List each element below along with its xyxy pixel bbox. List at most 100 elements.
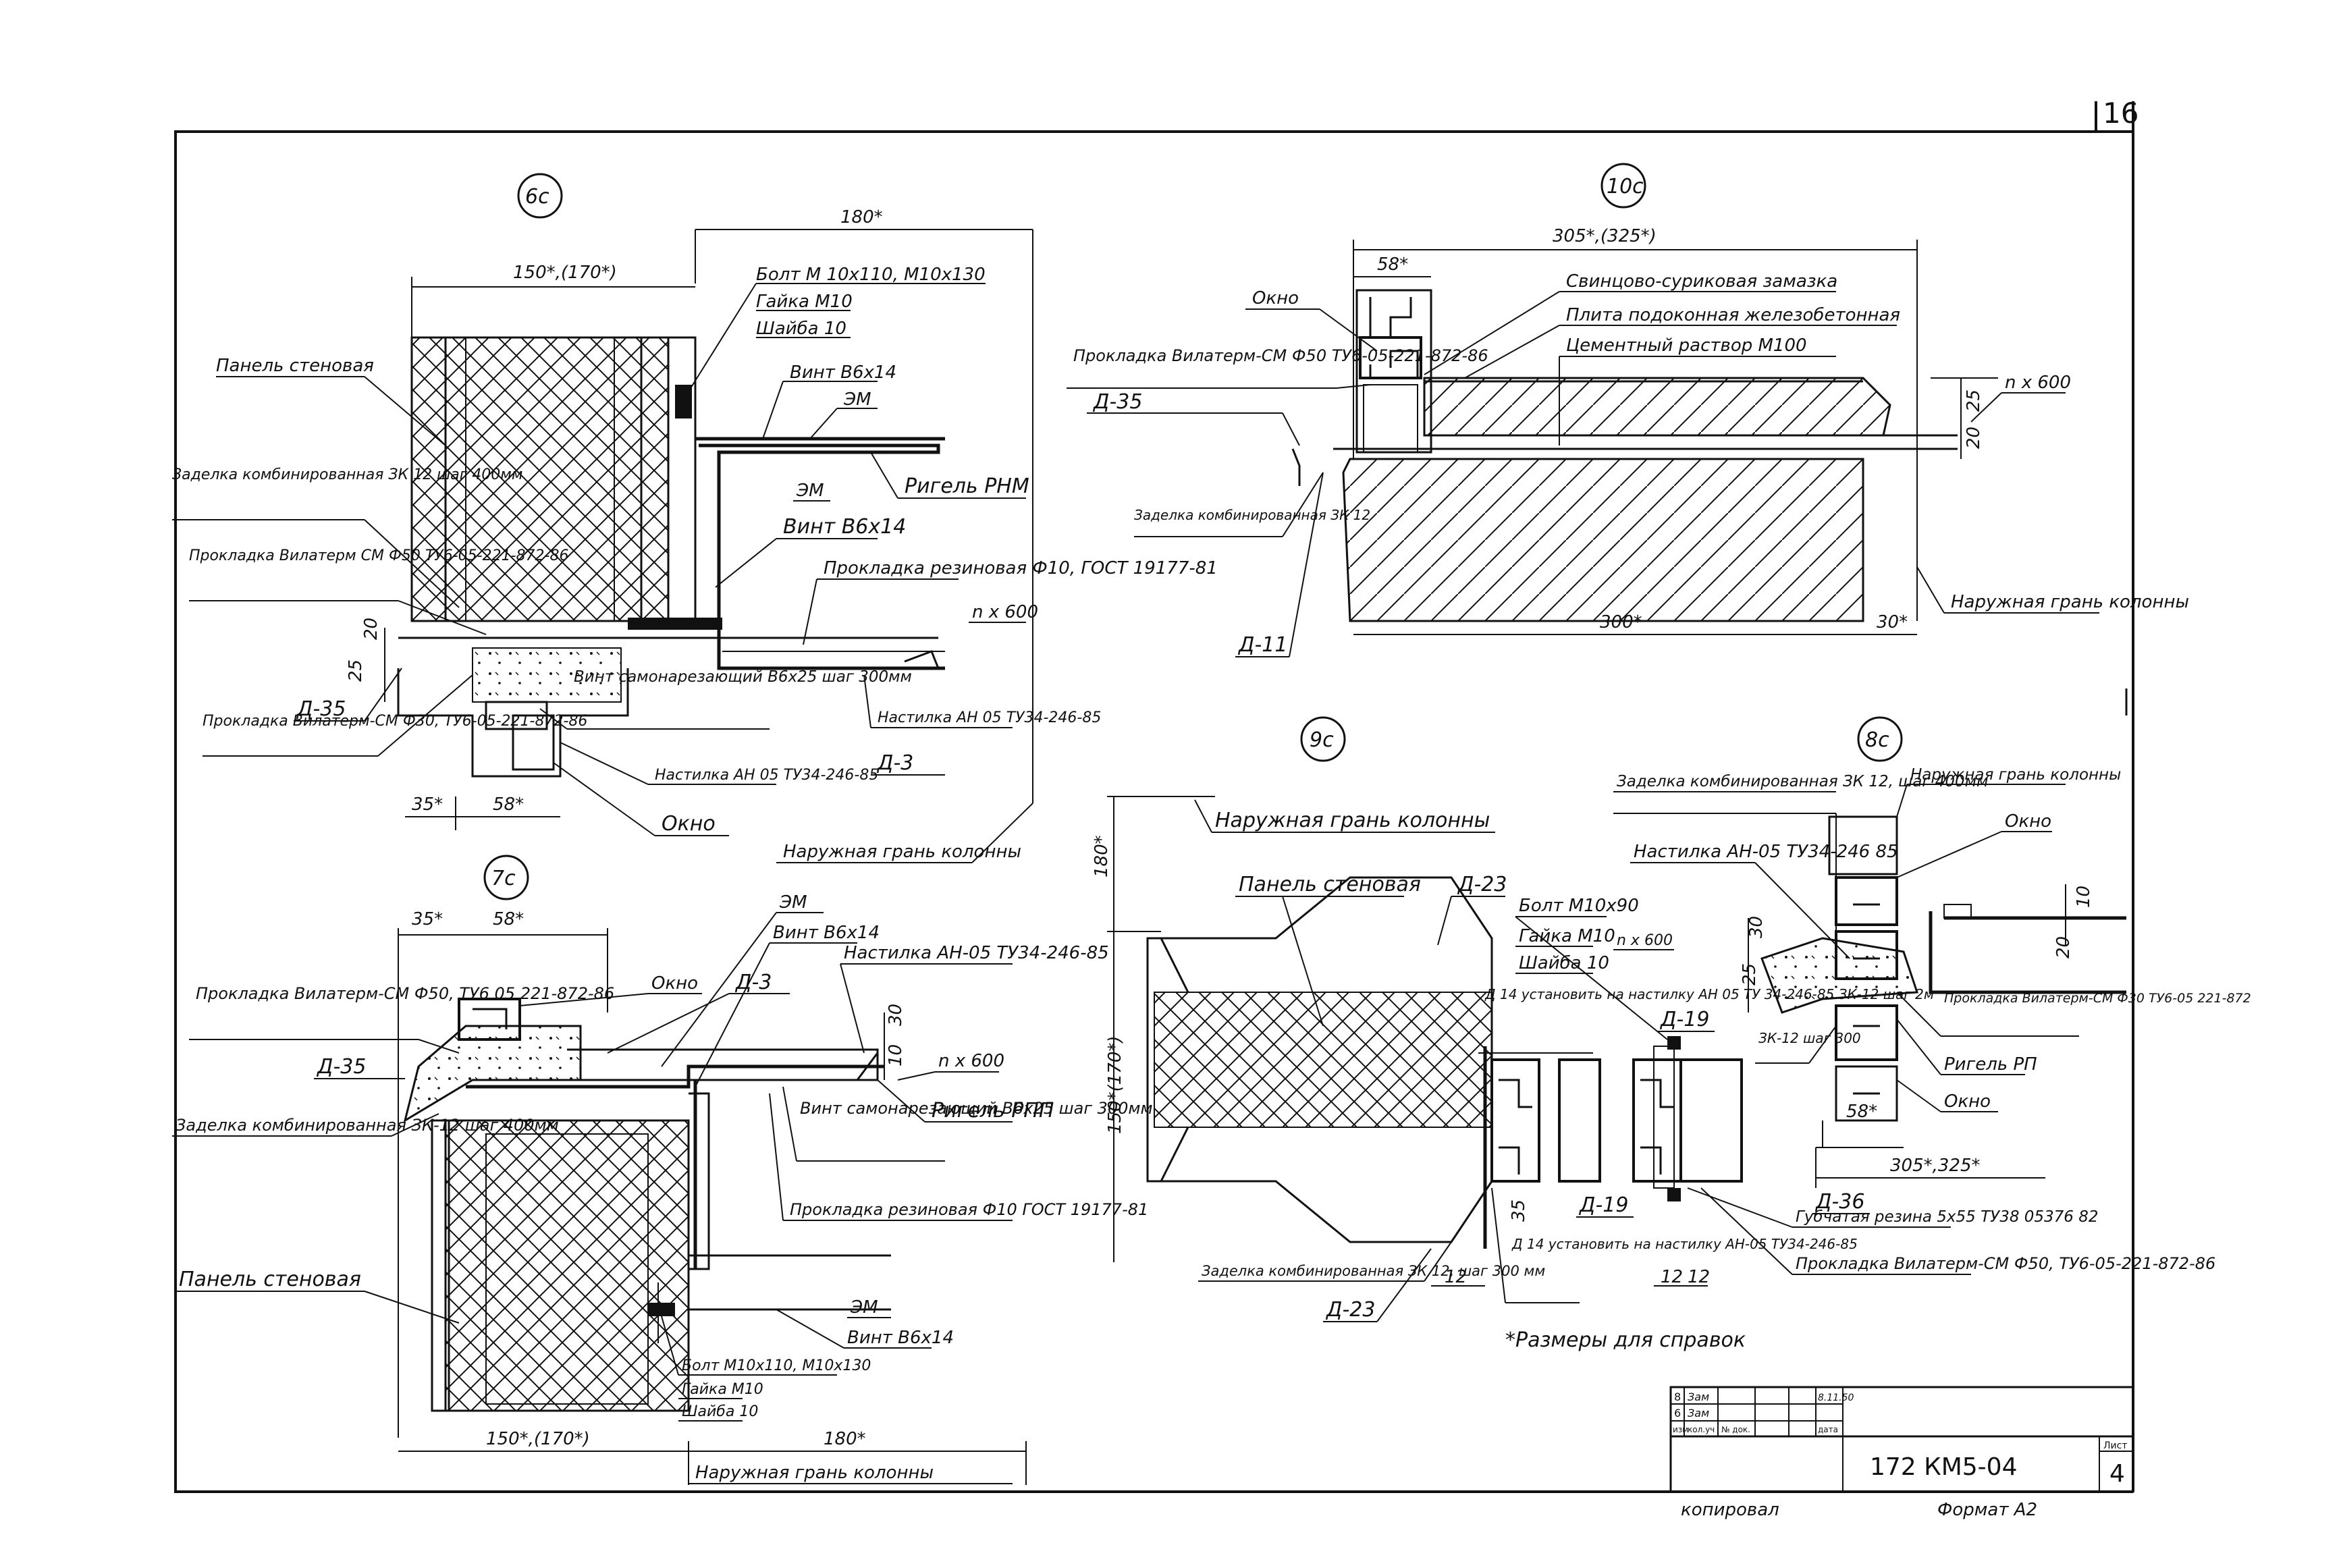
label-sealing: Заделка комбинированная ЗК-12 шаг 400мм [176,1116,559,1135]
document-code: 172 КМ5-04 [1870,1453,2017,1481]
sill-slab [1423,377,1891,437]
label-washer: Шайба 10 [682,1403,758,1420]
node-mark-circle [517,173,563,219]
sheet-frame: 16 [174,97,2138,1493]
label-outer-face: Наружная грань колонны [1910,766,2121,784]
label-slab: Плита подоконная железобетонная [1566,305,1900,325]
dim-panel: 150*(170*) [1105,1035,1125,1134]
dim-58: 58* [1846,1102,1877,1122]
sheet-number: 4 [2109,1460,2125,1488]
label-washer: Шайба 10 [756,319,846,339]
label-d23a: Д-23 [1457,873,1507,896]
rev-head-3: № док. [1721,1425,1750,1434]
rev-row-1-type: Зам [1688,1390,1709,1403]
label-gasket: Прокладка Вилатерм-СМ Ф50, ТУ6 05 221-87… [196,984,614,1003]
label-zk: ЗК-12 шаг 300 [1758,1030,1861,1046]
label-window2: Окно [1944,1091,1991,1112]
label-em1: ЭМ [843,389,871,410]
dim-30: 30* [1877,612,1908,632]
format-label: Формат А2 [1937,1500,2037,1520]
label-d11: Д-11 [1237,633,1287,657]
label-nut: Гайка М10 [1519,926,1615,946]
dim-25: 25 [346,659,366,682]
rev-head-4: дата [1818,1425,1838,1434]
label-flooring: Настилка АН-05 ТУ34-246 85 [1634,842,1898,862]
gasket-wedge [1760,937,1919,1014]
label-d3: Д-3 [876,751,913,775]
label-nx600: n x 600 [1617,932,1673,949]
label-window: Окно [662,812,716,836]
label-em2: ЭМ [850,1297,878,1318]
label-d35: Д-35 [296,697,346,721]
dim-10: 10 [2074,886,2094,908]
label-nx600: n x 600 [972,602,1038,622]
label-bolt: Болт М 10х110, М10х130 [756,265,986,285]
node-mark: 9c [1310,728,1334,752]
label-nut: Гайка М10 [756,292,853,312]
wall-panel [444,1119,690,1412]
label-gasket2: Прокладка Вилатерм-СМ Ф30, ТУ6-05-221-87… [203,713,587,730]
label-self-screw: Винт самонарезающий В6х25 шаг 300мм [800,1099,1153,1118]
label-sealing: Заделка комбинированная ЗК 12, шаг 300 м… [1202,1263,1545,1279]
label-sealing: Заделка комбинированная ЗК 12 шаг 400мм [172,466,522,483]
dim-25: 25 [1964,389,1984,412]
label-d35: Д-35 [316,1055,366,1079]
rev-row-1-n: 8 [1674,1390,1681,1403]
dim-180: 180* [824,1429,866,1449]
label-flooring1: Настилка АН 05 ТУ34-246-85 [878,709,1101,726]
dim-35: 35 [1509,1199,1529,1222]
label-flooring2: Настилка АН 05 ТУ34-246-85 [655,767,878,784]
dim-25: 25 [1740,963,1760,985]
label-screw2: Винт В6х14 [847,1328,954,1348]
dim-total: 180* [840,207,883,227]
label-d36: Д-36 [1814,1190,1864,1214]
label-screw1: Винт В6х14 [790,362,896,383]
dim-12c: 12 [1688,1267,1710,1287]
copied-label: копировал [1681,1500,1779,1520]
rev-row-2-type: Зам [1688,1407,1709,1420]
sealing-wedge [403,1025,582,1123]
node-6c: 6c 180* 150*,(170*) 35* 58* 25 20 [172,173,1218,863]
label-d35: Д-35 [1092,390,1142,414]
label-gasket1: Прокладка Вилатерм СМ Ф50 ТУ6-05-221-872… [189,547,568,564]
label-em1: ЭМ [779,892,807,913]
label-panel: Панель стеновая [1239,873,1421,896]
node-8c: 8c 10 20 30 25 58* 305*,325* Заделка ком… [1613,716,2251,1214]
dim-12a: 12 [1445,1267,1467,1287]
dim-12b: 12 [1661,1267,1683,1287]
dim-30: 30 [1746,916,1767,938]
page-number: 16 [2103,97,2138,130]
dim-35: 35* [412,794,443,815]
dim-35: 35* [412,909,443,929]
label-seal: Свинцово-суриковая замазка [1566,271,1837,292]
node-7c: 7c 35* 58* 150*,(170*) 180* 30 [172,855,1153,1485]
node-mark: 6c [525,185,549,209]
label-gasket: Прокладка Вилатерм-СМ Ф50 ТУ6-05-221-872… [1073,346,1488,365]
dim-30: 30 [886,1004,906,1026]
label-d23b: Д-23 [1325,1298,1375,1322]
dim-10: 10 [886,1044,906,1066]
label-d19b: Д-19 [1578,1193,1628,1217]
label-nut: Гайка М10 [682,1381,763,1398]
footnote: *Размеры для справок [1505,1328,1746,1352]
dim-300: 300* [1600,612,1642,632]
label-self-screw: Винт самонарезающий В6х25 шаг 300мм [574,668,912,686]
dim-total: 305*,325* [1890,1156,1981,1176]
label-outer-face: Наружная грань колонны [783,842,1021,862]
dim-58: 58* [493,794,524,815]
dim-58: 58* [493,909,524,929]
label-rubber: Прокладка резиновая Ф10, ГОСТ 19177-81 [824,558,1218,578]
label-mortar: Цементный раствор М100 [1566,335,1807,356]
node-mark: 10c [1607,175,1644,198]
label-outer-face: Наружная грань колонны [695,1463,934,1483]
label-screw2: Винт В6х14 [783,515,906,539]
label-em2: ЭМ [796,481,824,501]
label-rubber: Прокладка резиновая Ф10 ГОСТ 19177-81 [790,1200,1148,1219]
dim-total: 305*,(325*) [1553,226,1657,246]
label-sealing: Заделка комбинированная ЗК 12, шаг 400мм [1617,773,1988,790]
dim-58: 58* [1377,254,1408,275]
label-outer-face: Наружная грань колонны [1951,592,2189,612]
label-d19a: Д-19 [1659,1008,1709,1031]
sheet-label: Лист [2103,1440,2127,1451]
